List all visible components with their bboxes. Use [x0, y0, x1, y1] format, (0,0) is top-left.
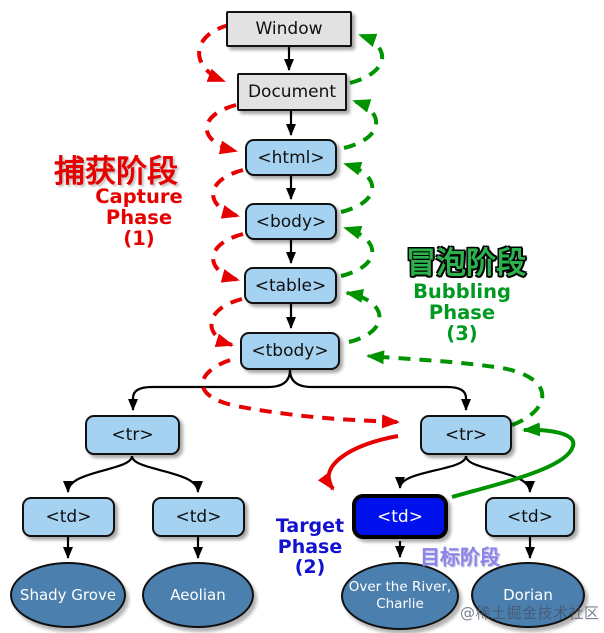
capture-arrow-trright-target — [317, 434, 399, 491]
arrow-tbody-trright — [288, 369, 471, 411]
leaf-aeolian-label: Aeolian — [170, 585, 226, 604]
leaf-over-river-line2: Charlie — [376, 596, 424, 612]
leaf-shady-grove: Shady Grove — [10, 562, 126, 628]
bubbling-arc-table-body — [340, 225, 375, 278]
arrow-trleft-td2 — [130, 455, 203, 493]
capture-phase-label-en: Capture Phase (1) — [95, 185, 183, 251]
node-html-label: <html> — [257, 147, 325, 168]
arrow-tbody-trleft — [128, 369, 292, 411]
node-td-left2: <td> — [152, 497, 245, 537]
arrow-trright-tdtarget — [395, 455, 468, 489]
leaf-shady-grove-label: Shady Grove — [19, 585, 117, 604]
node-tr-left-label: <tr> — [111, 425, 154, 445]
watermark: @稀土掘金技术社区 — [460, 604, 600, 622]
bubbling-phase-arrows — [340, 33, 545, 427]
bubbling-arc-trright-tbody — [366, 350, 545, 427]
node-window: Window — [226, 11, 352, 47]
capture-arc-table-tbody — [209, 297, 243, 347]
capture-arc-document-html — [204, 103, 238, 155]
tree-connectors — [63, 47, 535, 559]
node-td-target-label: <td> — [377, 506, 423, 527]
capture-arc-body-table — [211, 232, 244, 283]
node-document-label: Document — [247, 82, 337, 102]
node-tr-right: <tr> — [420, 415, 512, 455]
node-table-label: <table> — [254, 275, 327, 296]
arrow-trleft-td1 — [63, 455, 134, 493]
leaf-dorian: Dorian — [471, 562, 585, 628]
bubbling-phase-label-en: Bubbling Phase (3) — [413, 280, 511, 346]
target-phase-label-cn: 目标阶段 — [420, 545, 500, 569]
node-tbody-label: <tbody> — [251, 341, 329, 361]
node-body: <body> — [245, 203, 337, 240]
node-body-label: <body> — [255, 211, 327, 232]
bubbling-arc-document-window — [349, 33, 385, 85]
bubbling-arc-html-document — [343, 99, 379, 150]
node-window-label: Window — [255, 19, 323, 39]
capture-arc-html-body — [211, 168, 244, 219]
node-td-left1-label: <td> — [45, 507, 92, 527]
leaf-over-river: Over the River, Charlie — [341, 562, 459, 630]
node-tr-left: <tr> — [85, 415, 180, 455]
node-document: Document — [237, 73, 347, 111]
node-tbody: <tbody> — [240, 332, 340, 370]
node-td-left1: <td> — [22, 497, 115, 537]
node-td-left2-label: <td> — [175, 507, 222, 527]
node-html: <html> — [245, 139, 337, 176]
capture-phase-label-cn: 捕获阶段 — [54, 154, 178, 190]
node-tr-right-label: <tr> — [444, 425, 488, 445]
leaf-dorian-label: Dorian — [503, 585, 553, 604]
bubbling-arc-tbody-table — [345, 289, 382, 344]
bubbling-phase-label-cn: 冒泡阶段 — [406, 246, 526, 281]
capture-arc-window-document — [197, 23, 230, 83]
bubbling-arrow-target-trright — [451, 422, 576, 499]
leaf-over-river-line1: Over the River, — [348, 579, 452, 596]
leaf-aeolian: Aeolian — [142, 562, 254, 628]
arrow-trright-td4 — [464, 455, 535, 493]
bubbling-arc-body-html — [340, 161, 375, 214]
capture-arc-tbody-trright — [200, 358, 400, 429]
node-td-target: <td> — [352, 494, 448, 539]
node-table: <table> — [244, 267, 337, 304]
node-td-right2: <td> — [485, 497, 575, 537]
target-phase-label-en: Target Phase (2) — [275, 515, 345, 579]
node-td-right2-label: <td> — [507, 507, 553, 527]
capture-phase-arrows — [197, 23, 400, 429]
